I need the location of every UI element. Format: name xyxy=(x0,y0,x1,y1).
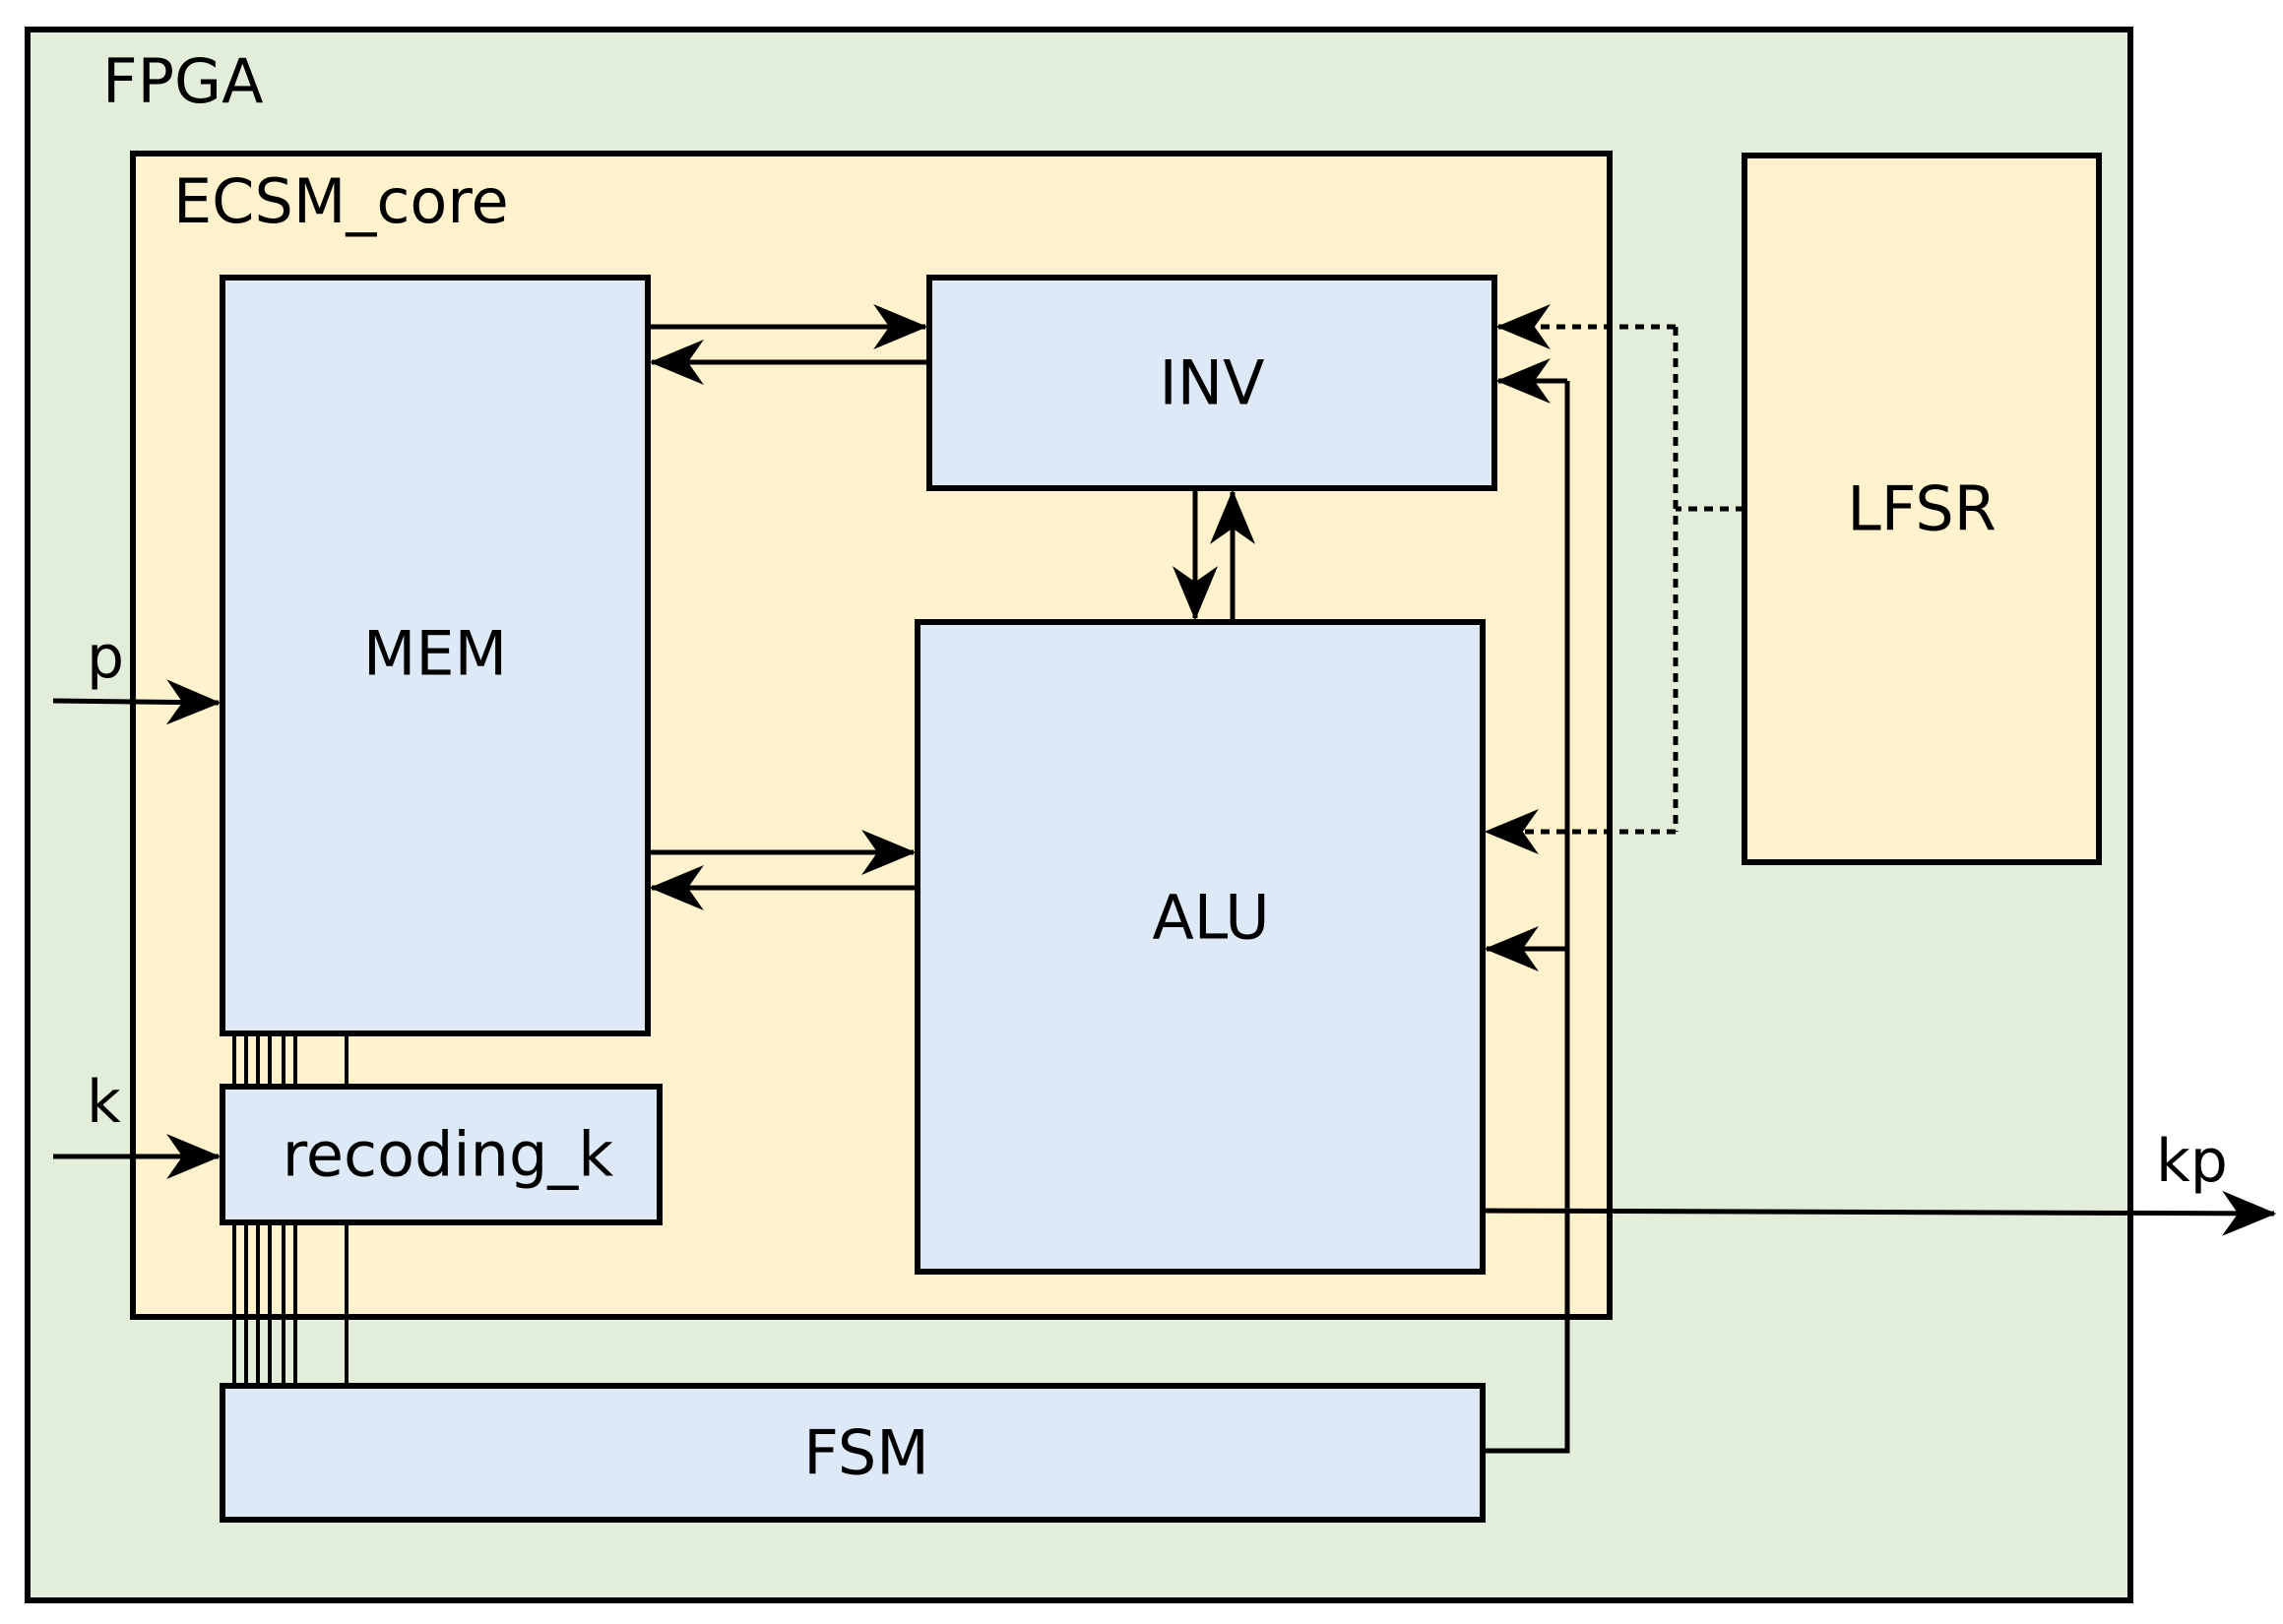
alu-label: ALU xyxy=(1152,882,1269,954)
lfsr-block xyxy=(1742,153,2102,865)
k-port-label: k xyxy=(87,1068,121,1137)
kp-port-label: kp xyxy=(2156,1127,2228,1196)
recoding-k-label: recoding_k xyxy=(283,1119,614,1191)
mem-label: MEM xyxy=(363,618,507,690)
lfsr-label: LFSR xyxy=(1847,473,1997,545)
p-input-arrow xyxy=(52,679,222,725)
kp-output-arrow xyxy=(1482,1190,2277,1236)
fpga-label: FPGA xyxy=(102,45,264,117)
ecsm-core-label: ECSM_core xyxy=(173,165,509,237)
recoding-k-block xyxy=(220,1084,663,1225)
fsm-control-line xyxy=(1483,381,1570,1454)
fsm-label: FSM xyxy=(803,1417,928,1489)
mem-recoding-bus xyxy=(232,1033,349,1087)
fsm-block xyxy=(220,1383,1486,1523)
p-port-label: p xyxy=(87,623,124,692)
alu-block xyxy=(915,619,1486,1275)
inv-block xyxy=(926,275,1497,491)
mem-block xyxy=(220,275,651,1036)
recoding-fsm-bus xyxy=(232,1222,349,1386)
inv-label: INV xyxy=(1159,347,1264,419)
